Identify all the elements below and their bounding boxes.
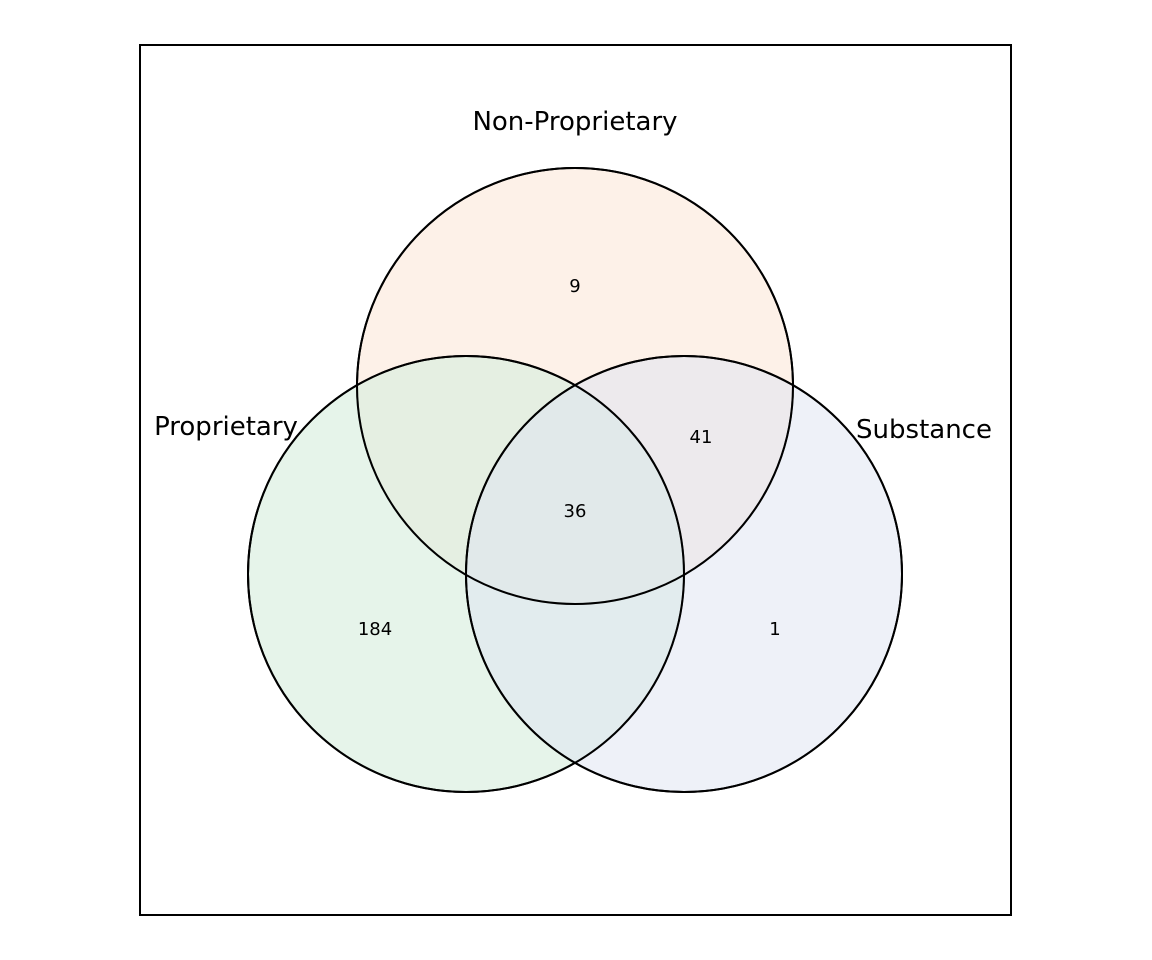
set-label-substance: Substance <box>856 415 992 445</box>
set-label-non-proprietary: Non-Proprietary <box>472 107 677 137</box>
region-count-proprietary-only: 184 <box>358 619 392 640</box>
region-count-non-proprietary-substance: 41 <box>690 427 713 448</box>
frame-border <box>139 44 1012 916</box>
region-count-substance-only: 1 <box>769 619 780 640</box>
region-count-all-three: 36 <box>564 501 587 522</box>
region-count-non-proprietary-only: 9 <box>569 276 580 297</box>
proprietary-outline <box>247 355 685 793</box>
set-label-proprietary: Proprietary <box>154 412 298 442</box>
substance-outline <box>465 355 903 793</box>
